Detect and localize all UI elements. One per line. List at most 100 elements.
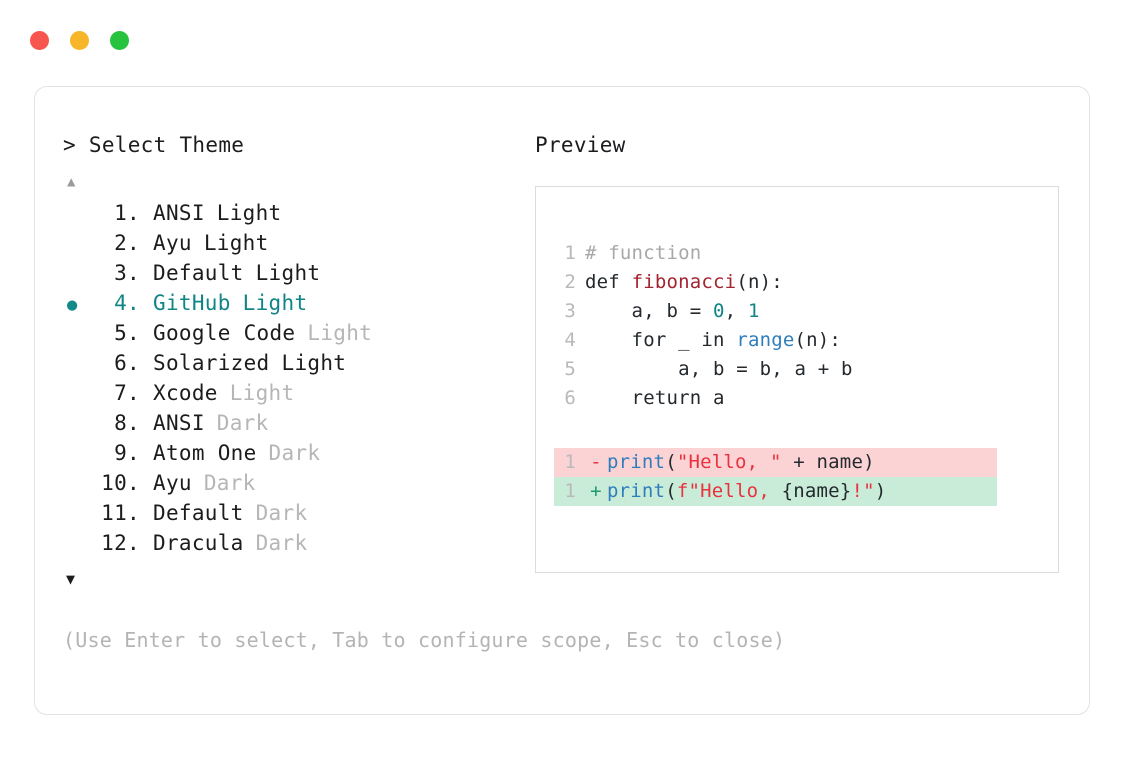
line-number: 1	[564, 451, 576, 473]
theme-list-item[interactable]: 2. Ayu Light	[63, 228, 523, 258]
line-number: 5	[564, 358, 576, 380]
theme-variant: Dark	[255, 531, 308, 555]
theme-variant: Dark	[216, 411, 269, 435]
theme-index: 8.	[114, 411, 140, 435]
theme-index: 6.	[114, 351, 140, 375]
code-token: (	[665, 480, 677, 502]
theme-variant: Light	[281, 351, 347, 375]
theme-name: Ayu	[153, 471, 192, 495]
diff-sample: 1-print("Hello, " + name)1+print(f"Hello…	[554, 448, 997, 506]
theme-index: 10.	[101, 471, 140, 495]
prompt-label: > Select Theme	[63, 133, 245, 157]
theme-variant: Light	[203, 231, 269, 255]
theme-list-item[interactable]: 10. Ayu Dark	[63, 468, 523, 498]
close-button[interactable]	[30, 31, 49, 50]
line-number: 4	[564, 329, 576, 351]
code-token: )	[874, 480, 887, 502]
theme-list-item[interactable]: 7. Xcode Light	[63, 378, 523, 408]
preview-pane: Preview 1 # function 2 def fibonacci(n): 3 a…	[535, 133, 1063, 573]
theme-index: 2.	[114, 231, 140, 255]
diff-line-text: print(f"Hello, {name}!")	[607, 477, 886, 506]
theme-name: Xcode	[153, 381, 218, 405]
theme-index: 9.	[114, 441, 140, 465]
line-number: 2	[564, 271, 576, 293]
code-token: + name)	[781, 451, 875, 473]
code-token: 1	[747, 300, 760, 322]
theme-name: ANSI	[153, 411, 205, 435]
code-token: fibonacci	[631, 271, 737, 293]
theme-list-item[interactable]: ● 4. GitHub Light	[63, 288, 523, 318]
line-number: 3	[564, 300, 576, 322]
code-line-text: for _ in range(n):	[585, 326, 841, 355]
theme-index: 3.	[114, 261, 140, 285]
theme-name: Atom One	[153, 441, 257, 465]
minimize-button[interactable]	[70, 31, 89, 50]
theme-index: 4.	[114, 291, 140, 315]
theme-index: 7.	[114, 381, 140, 405]
code-token: (n):	[794, 329, 842, 351]
theme-variant: Dark	[268, 441, 321, 465]
code-line-text: a, b = 0, 1	[585, 297, 760, 326]
theme-name: Dracula	[153, 531, 244, 555]
theme-list-item[interactable]: 9. Atom One Dark	[63, 438, 523, 468]
code-sample: 1 # function 2 def fibonacci(n): 3 a, b = 0,…	[554, 239, 1058, 413]
preview-label: Preview	[535, 133, 626, 157]
theme-index: 1.	[114, 201, 140, 225]
theme-variant: Light	[216, 201, 282, 225]
code-token: !"	[851, 480, 875, 502]
theme-list-item[interactable]: 12. Dracula Dark	[63, 528, 523, 558]
code-token: "Hello, "	[676, 451, 782, 473]
theme-index: 12.	[101, 531, 140, 555]
theme-list-item[interactable]: 8. ANSI Dark	[63, 408, 523, 438]
theme-name: Ayu	[153, 231, 192, 255]
diff-line-text: print("Hello, " + name)	[607, 448, 875, 477]
theme-name: Google Code	[153, 321, 296, 345]
theme-variant: Light	[255, 261, 321, 285]
code-line-text: def fibonacci(n):	[585, 268, 783, 297]
theme-name: ANSI	[153, 201, 205, 225]
code-token: print	[607, 480, 666, 502]
code-token: (n):	[736, 271, 783, 293]
code-line-text: a, b = b, a + b	[585, 355, 853, 384]
diff-sign: -	[590, 451, 602, 473]
code-token: a, b = b, a + b	[585, 358, 853, 380]
theme-variant: Dark	[203, 471, 256, 495]
keyboard-hint: (Use Enter to select, Tab to configure s…	[63, 628, 786, 652]
theme-list-item[interactable]: 1. ANSI Light	[63, 198, 523, 228]
theme-variant: Dark	[255, 501, 308, 525]
theme-name: Solarized	[153, 351, 270, 375]
code-line: 4 for _ in range(n):	[554, 326, 1058, 355]
code-token: for _ in	[585, 329, 737, 351]
code-token: f"Hello,	[676, 480, 782, 502]
theme-list-item[interactable]: 3. Default Light	[63, 258, 523, 288]
line-number: 6	[564, 387, 576, 409]
theme-variant: Light	[229, 381, 295, 405]
code-line: 2 def fibonacci(n):	[554, 268, 1058, 297]
code-line-text: # function	[585, 239, 701, 268]
theme-name: Default	[153, 501, 244, 525]
diff-line-del: 1-print("Hello, " + name)	[554, 448, 997, 477]
line-number: 1	[564, 242, 576, 264]
code-token: {name}	[781, 480, 852, 502]
code-token: ,	[724, 300, 748, 322]
code-line-text: return a	[585, 384, 725, 413]
theme-list-item[interactable]: 6. Solarized Light	[63, 348, 523, 378]
code-line: 6 return a	[554, 384, 1058, 413]
scroll-up-icon[interactable]: ▲	[67, 174, 76, 190]
code-token: a, b =	[585, 300, 714, 322]
maximize-button[interactable]	[110, 31, 129, 50]
selection-bullet-icon: ●	[67, 295, 78, 315]
code-token: range	[736, 329, 795, 351]
theme-name: Default	[153, 261, 244, 285]
scroll-down-icon[interactable]: ▼	[66, 570, 76, 588]
window-controls	[30, 31, 129, 50]
line-number: 1	[564, 480, 576, 502]
theme-variant: Light	[242, 291, 308, 315]
theme-name: GitHub	[153, 291, 231, 315]
theme-variant: Light	[307, 321, 373, 345]
code-token: print	[607, 451, 666, 473]
